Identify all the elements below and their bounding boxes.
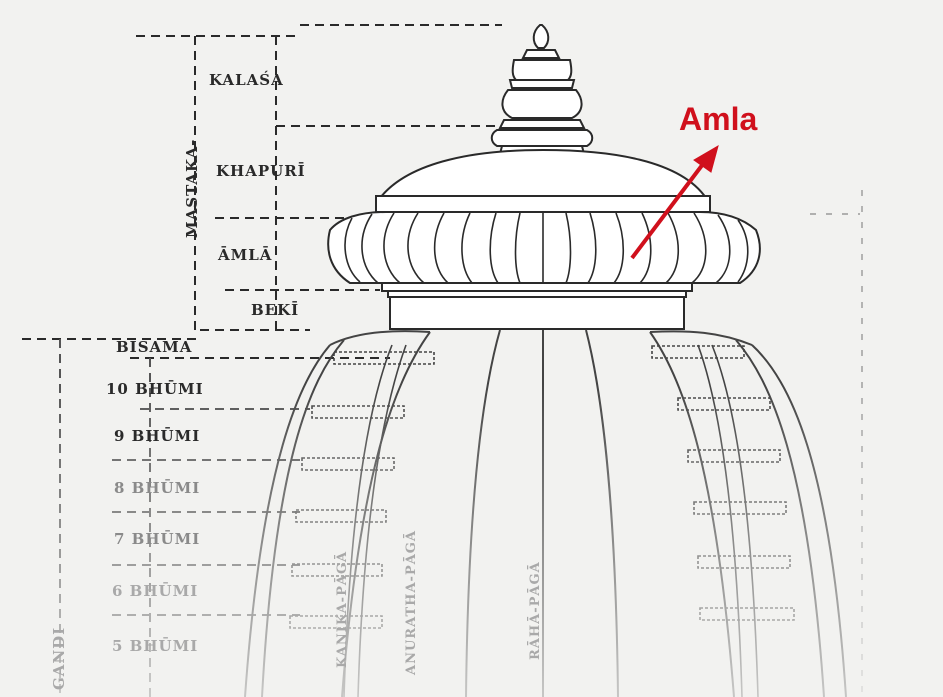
label-amla: ĀMLĀ xyxy=(218,246,273,264)
label-bhumi-9: 9 BHŪMI xyxy=(114,427,201,445)
label-beki: BEKĪ xyxy=(251,301,300,319)
label-kalasa: KALAŚA xyxy=(209,71,284,89)
label-bhumi-5: 5 BHŪMI xyxy=(112,637,199,655)
khapuri-dome xyxy=(377,148,708,199)
label-bisama: BISAMA xyxy=(116,338,193,356)
kanika-paga-right xyxy=(651,344,795,697)
amla-annotation: Amla xyxy=(679,101,758,137)
label-bhumi-8: 8 BHŪMI xyxy=(114,479,201,497)
label-bhumi-7: 7 BHŪMI xyxy=(114,530,201,548)
beki-band xyxy=(381,282,693,330)
amla-ring xyxy=(327,211,761,284)
label-bhumi-6: 6 BHŪMI xyxy=(112,582,199,600)
label-mastaka: MASTAKA- xyxy=(183,138,201,238)
label-gandi: GANDI xyxy=(50,626,68,690)
label-anuratha-paga: ANURATHA-PĀGĀ xyxy=(404,530,419,675)
label-kanika-paga: KANIKA-PĀGĀ xyxy=(335,550,350,668)
label-raha-paga: RĀHĀ-PĀGĀ xyxy=(528,561,543,660)
label-khapuri: KHAPURĪ xyxy=(216,162,306,180)
kalasa-finial xyxy=(490,24,594,155)
label-bhumi-10: 10 BHŪMI xyxy=(106,380,204,398)
